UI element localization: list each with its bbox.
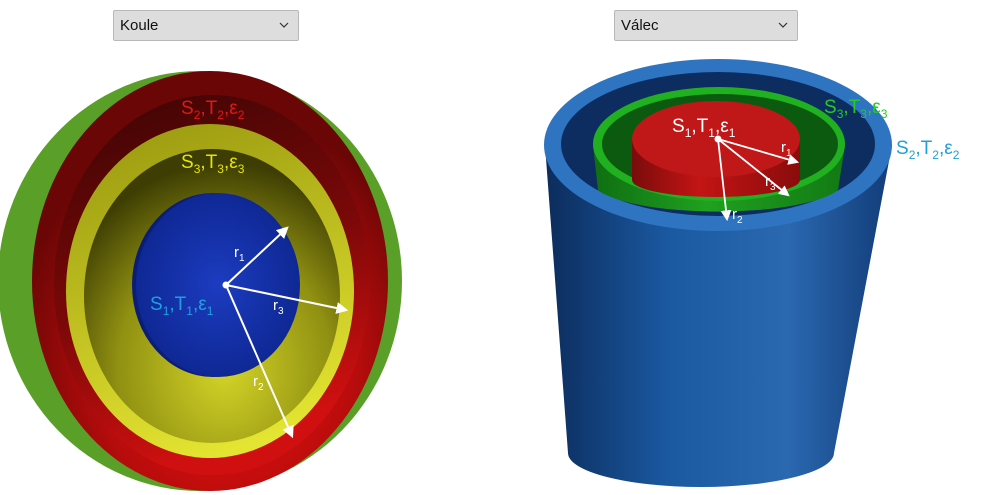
r3-label: r3 xyxy=(273,297,284,317)
middle-shell-label: S3,T3,ε3 xyxy=(181,152,245,176)
middle-shell-label: S3,T3,ε3 xyxy=(824,97,888,121)
r2-label: r2 xyxy=(253,373,264,393)
r2-arrow xyxy=(717,138,732,222)
shape-select-right[interactable]: Válec xyxy=(614,10,798,41)
shape-select-right-value: Válec xyxy=(621,17,659,34)
r3-arrow xyxy=(225,284,349,314)
outer-shell-label: S2,T2,ε2 xyxy=(181,98,245,122)
r1-label: r1 xyxy=(781,139,792,159)
chevron-down-icon xyxy=(778,22,788,28)
center-dot xyxy=(222,281,230,289)
r1-arrow xyxy=(225,226,289,286)
shape-select-left[interactable]: Koule xyxy=(113,10,299,41)
chevron-down-icon xyxy=(279,22,289,28)
inner-sphere-label: S1,T1,ε1 xyxy=(150,294,214,318)
r1-arrow xyxy=(717,138,800,165)
shape-select-left-value: Koule xyxy=(120,17,159,34)
r2-label: r2 xyxy=(732,206,743,226)
r2-arrow xyxy=(225,284,294,439)
cylinder-outer-body xyxy=(545,145,892,487)
r3-label: r3 xyxy=(765,173,776,193)
inner-cylinder-label: S1,T1,ε1 xyxy=(672,116,736,140)
r3-arrow xyxy=(717,138,790,197)
r1-label: r1 xyxy=(234,244,245,264)
outer-shell-label: S2,T2,ε2 xyxy=(896,138,960,162)
sphere-scene: S2,T2,ε2 S3,T3,ε3 S1,T1,ε1 r1 r3 r2 xyxy=(0,71,402,491)
center-dot xyxy=(714,135,722,143)
inner-blue-sphere xyxy=(136,193,300,377)
cylinder-scene: S1,T1,ε1 S3,T3,ε3 S2,T2,ε2 r1 r3 r2 xyxy=(544,59,960,487)
